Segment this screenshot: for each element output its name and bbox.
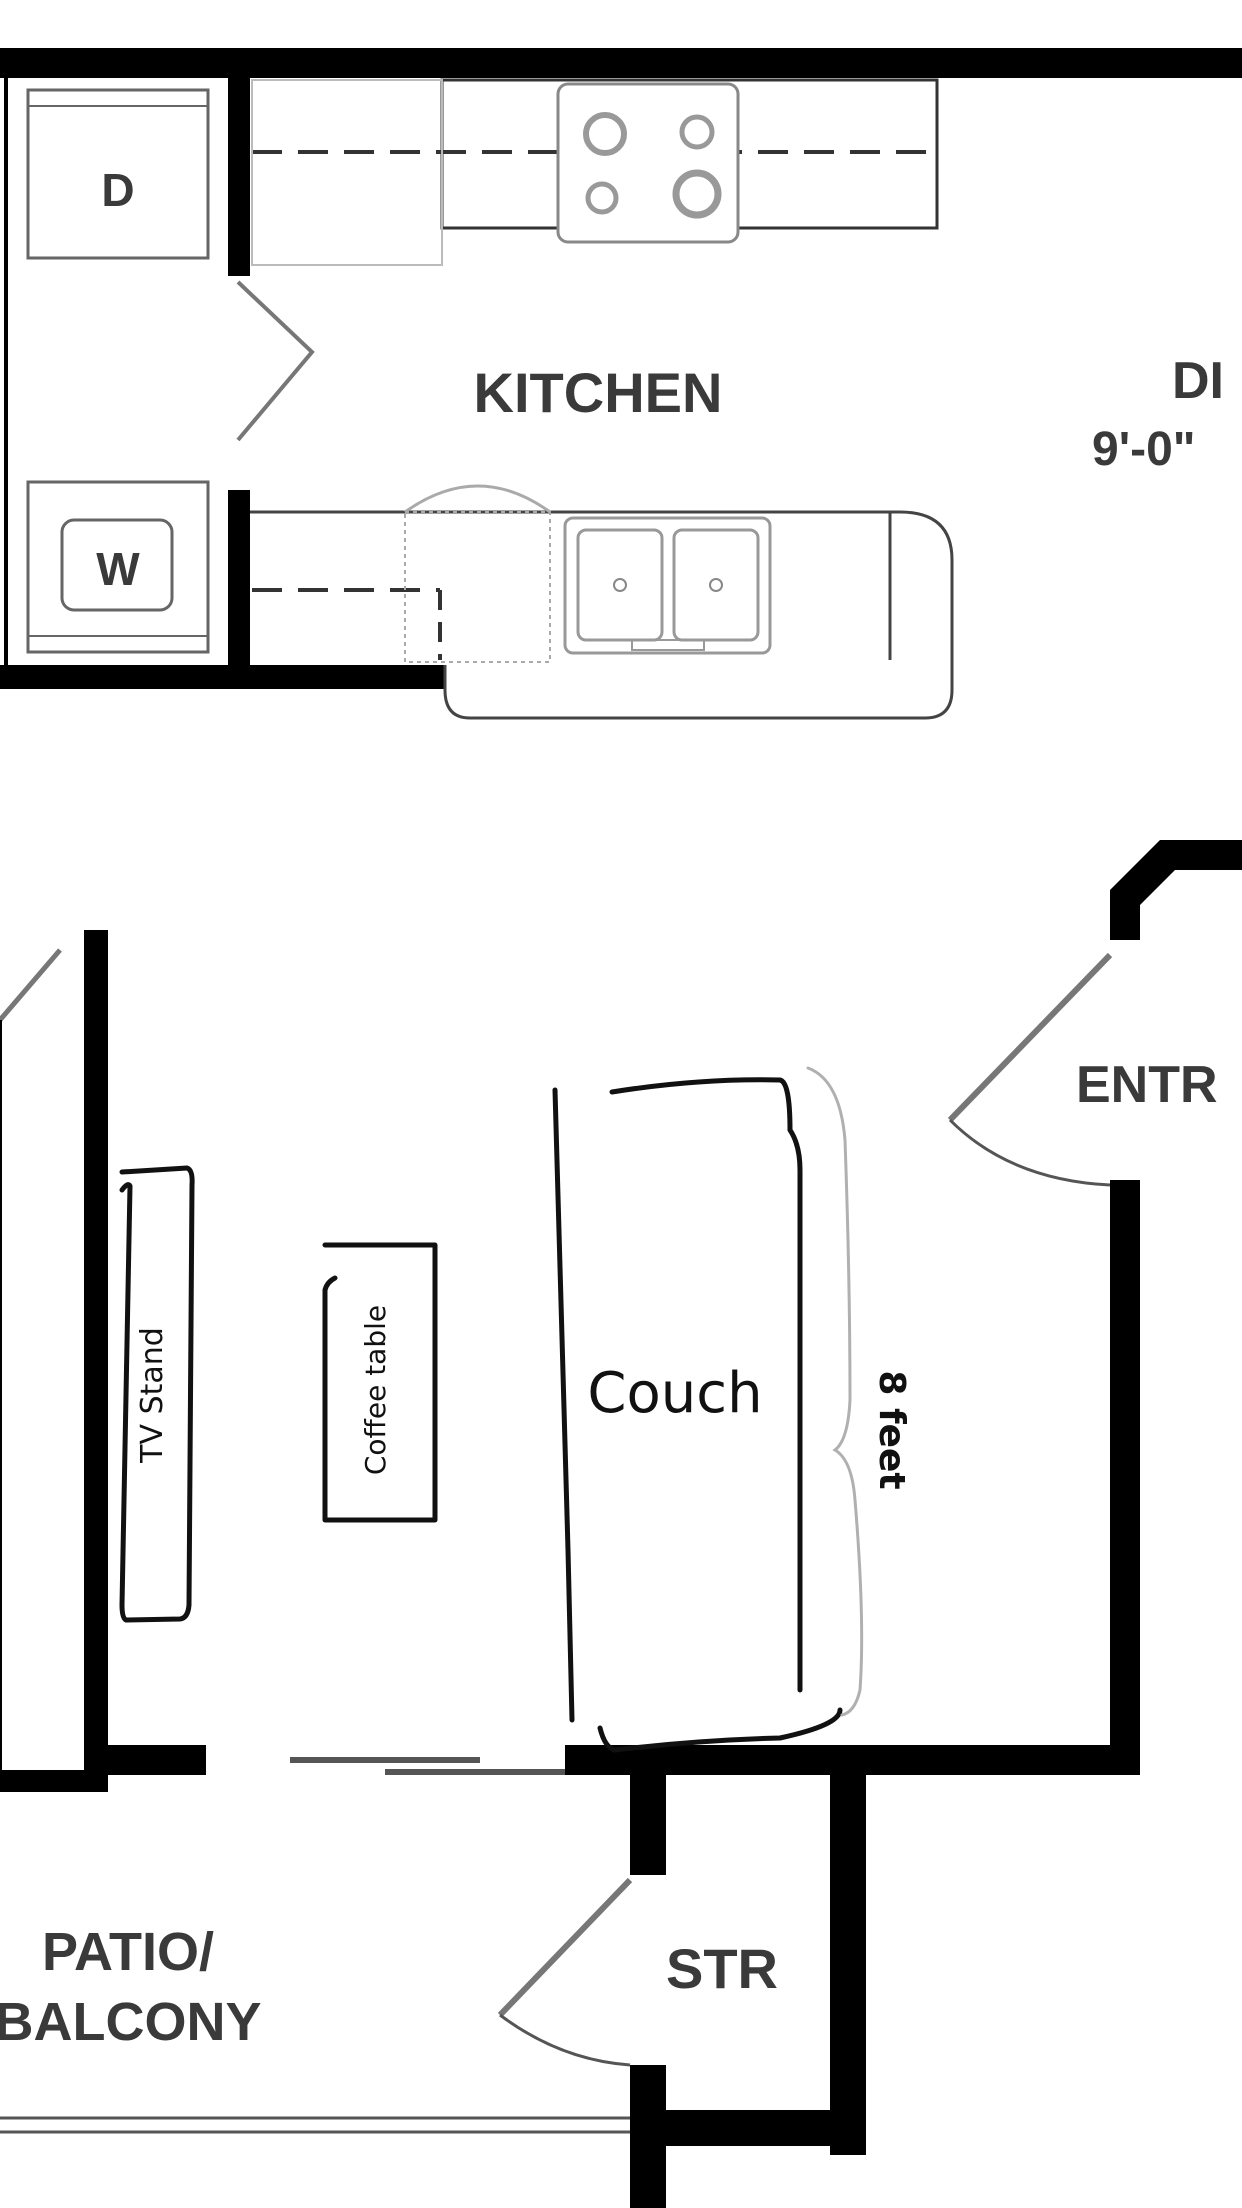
patio-label-line2: BALCONY	[0, 1992, 262, 2052]
entry-area: ENTR	[947, 952, 1218, 1187]
storage-label: STR	[666, 1937, 778, 2000]
sink	[563, 516, 772, 655]
storage-west-wall-upper	[630, 1775, 666, 1875]
laundry-area: D W	[4, 78, 315, 665]
drain-left	[613, 578, 627, 592]
dining-dimension: 9'-0"	[1092, 423, 1196, 476]
burner-tr	[679, 114, 715, 150]
entry-door-swing	[948, 1118, 1111, 1187]
couch-label: Couch	[587, 1361, 762, 1426]
fridge-outline	[251, 79, 443, 266]
dryer-label: D	[101, 164, 134, 216]
sink-faucet	[631, 639, 705, 651]
living-south-wall-right	[565, 1745, 1140, 1775]
washer-label: W	[96, 543, 140, 595]
tv-stand-shape	[119, 1165, 195, 1623]
laundry-bifold-door	[236, 280, 315, 442]
burner-bl	[585, 181, 619, 215]
couch-length-bracket	[806, 1066, 864, 1717]
top-wall	[0, 48, 1242, 78]
entry-wall-corner	[1110, 840, 1242, 940]
living-west-wall	[84, 930, 108, 1780]
kitchen-bottom-wall	[0, 665, 445, 689]
sink-basin-left	[576, 528, 664, 642]
kitchen-label: KITCHEN	[474, 361, 723, 424]
laundry-divider-upper	[228, 78, 250, 276]
patio-area: PATIO/ BALCONY	[0, 1922, 630, 2134]
storage-south-wall	[630, 2110, 866, 2146]
storage-area: STR	[497, 1877, 778, 2067]
laundry-divider-lower	[228, 490, 250, 665]
storage-door-swing	[499, 2013, 631, 2067]
living-south-stub	[108, 1745, 206, 1775]
storage-door-leaf	[497, 1877, 633, 2018]
dining-label: DI	[1172, 352, 1224, 410]
living-room: TV Stand Coffee table Couch 8 feet	[0, 948, 912, 1790]
entry-wall-vertical	[1110, 1180, 1140, 1775]
coffee-table-shape	[322, 1242, 438, 1523]
tv-stand-label: TV Stand	[135, 1327, 170, 1464]
burner-tl	[583, 112, 627, 156]
dishwasher-arc	[404, 484, 551, 514]
coffee-table-label: Coffee table	[359, 1305, 392, 1475]
washer-unit	[26, 480, 210, 654]
living-left-diagonal	[0, 948, 62, 1022]
couch-length-label: 8 feet	[871, 1370, 912, 1489]
entry-label: ENTR	[1076, 1056, 1218, 1114]
patio-label-line1: PATIO/	[42, 1922, 214, 1982]
lower-counter	[250, 510, 954, 720]
washer-lid	[60, 518, 174, 612]
living-south-wall-left	[0, 1770, 108, 1792]
dryer-unit	[26, 88, 210, 260]
entry-door-leaf	[947, 952, 1113, 1123]
walls	[0, 48, 1242, 2208]
storage-east-wall	[830, 1775, 866, 2155]
sink-basin-right	[672, 528, 760, 642]
range	[556, 82, 740, 244]
kitchen-area: KITCHEN	[250, 78, 954, 720]
burner-br	[672, 169, 722, 219]
dishwasher	[404, 511, 551, 663]
couch-shape	[597, 1077, 843, 1753]
couch-back	[552, 1087, 575, 1723]
drain-right	[709, 578, 723, 592]
